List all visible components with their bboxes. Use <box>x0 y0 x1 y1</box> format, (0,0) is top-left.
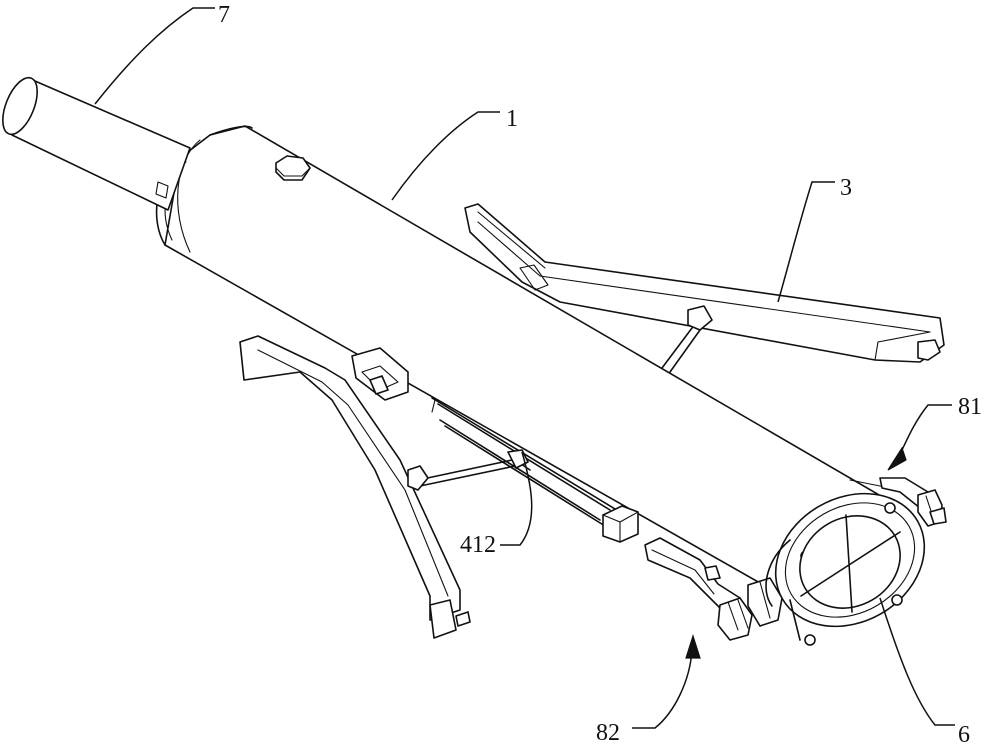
frame-arm-left <box>239 335 471 639</box>
label-82: 82 <box>596 720 620 746</box>
label-81: 81 <box>958 394 982 420</box>
clamp-bolt-lower <box>717 577 783 641</box>
bracket-left <box>351 347 409 401</box>
label-7: 7 <box>218 2 230 28</box>
clamp-band-upper <box>879 477 947 527</box>
leader-3 <box>777 181 835 303</box>
label-3: 3 <box>840 175 852 201</box>
block <box>602 505 639 543</box>
label-412: 412 <box>460 532 496 558</box>
cap-bolt <box>891 594 903 606</box>
tail-pipe <box>2 76 191 211</box>
label-6: 6 <box>958 722 970 748</box>
cap-bolt <box>884 502 896 514</box>
leader-1 <box>391 111 500 201</box>
leader-7 <box>94 7 215 105</box>
cover-plate <box>799 514 901 613</box>
bracket-arm-right <box>661 305 713 373</box>
frame-arm-right <box>464 203 945 363</box>
hex-bolt <box>275 155 311 181</box>
arrow-82 <box>632 634 701 729</box>
leader-412 <box>500 451 533 546</box>
arrow-81 <box>887 404 952 471</box>
leader-6 <box>879 597 955 726</box>
cap-bolt <box>804 634 816 646</box>
label-1: 1 <box>506 106 518 132</box>
leader-lines <box>94 7 955 726</box>
